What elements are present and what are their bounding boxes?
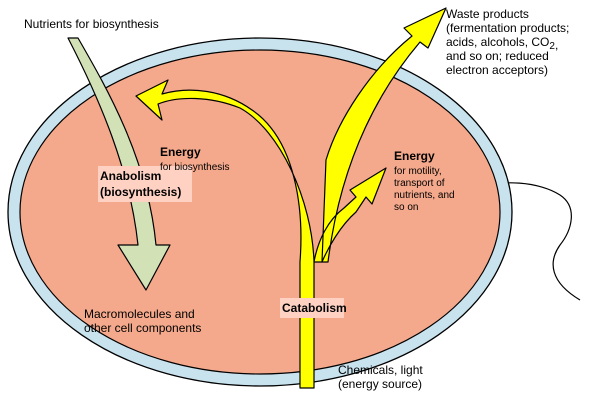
chemicals-light-label: Chemicals, light (energy source) — [338, 363, 426, 391]
energy-biosynthesis-sub: for biosynthesis — [160, 162, 229, 173]
anabolism-label: Anabolism (biosynthesis) — [100, 169, 181, 199]
catabolism-label-bg — [280, 298, 344, 318]
nutrients-label: Nutrients for biosynthesis — [24, 17, 159, 31]
waste-products-label: Waste products (fermentation products; a… — [446, 7, 573, 77]
energy-motility-title: Energy — [394, 149, 435, 163]
energy-biosynthesis-title: Energy — [160, 145, 201, 159]
flagellum — [475, 182, 581, 301]
energy-motility-sub: for motility, transport of nutrients, an… — [394, 166, 457, 213]
catabolism-label: Catabolism — [282, 301, 347, 315]
catabolism-arrow — [135, 7, 447, 389]
macromolecules-label: Macromolecules and other cell components — [84, 307, 201, 335]
anabolism-arrow — [67, 37, 171, 291]
cytoplasm — [19, 49, 501, 375]
anabolism-label-bg — [98, 166, 192, 202]
